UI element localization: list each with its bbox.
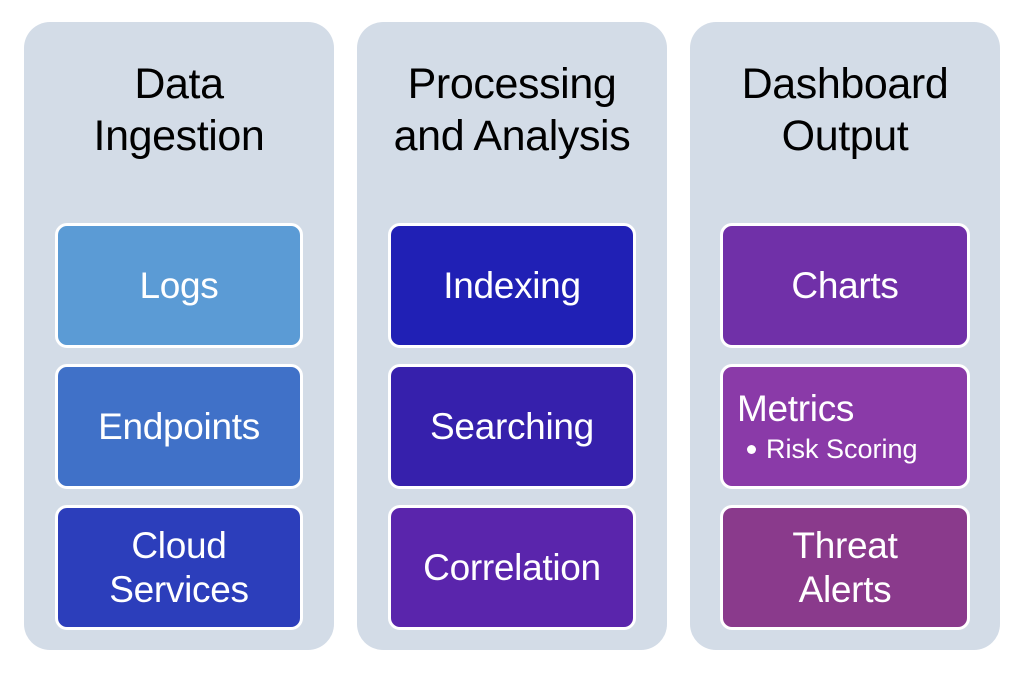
- bullet-label: Risk Scoring: [766, 434, 918, 465]
- node-box-correlation[interactable]: Correlation: [388, 505, 636, 630]
- column-processing-and-analysis: Processing and Analysis Indexing Searchi…: [357, 22, 667, 650]
- column-box-list: Indexing Searching Correlation: [388, 223, 636, 630]
- node-box-charts[interactable]: Charts: [720, 223, 970, 348]
- node-box-indexing[interactable]: Indexing: [388, 223, 636, 348]
- column-title: Processing and Analysis: [393, 60, 631, 161]
- column-box-list: Charts Metrics Risk Scoring Threat Alert…: [720, 223, 970, 630]
- node-label: Cloud Services: [109, 524, 249, 610]
- node-box-threat-alerts[interactable]: Threat Alerts: [720, 505, 970, 630]
- column-title: Data Ingestion: [93, 60, 265, 161]
- node-box-cloud-services[interactable]: Cloud Services: [55, 505, 303, 630]
- node-label: Metrics: [737, 388, 855, 430]
- node-label: Logs: [139, 264, 219, 306]
- column-title: Dashboard Output: [741, 60, 949, 161]
- bullet-dot-icon: [747, 444, 756, 454]
- node-label: Endpoints: [98, 405, 260, 447]
- node-box-metrics[interactable]: Metrics Risk Scoring: [720, 364, 970, 489]
- node-label: Indexing: [443, 264, 581, 306]
- node-label: Correlation: [423, 546, 601, 588]
- node-box-logs[interactable]: Logs: [55, 223, 303, 348]
- node-box-searching[interactable]: Searching: [388, 364, 636, 489]
- list-item: Risk Scoring: [747, 433, 918, 465]
- column-dashboard-output: Dashboard Output Charts Metrics Risk Sco…: [690, 22, 1000, 650]
- node-label: Searching: [430, 405, 594, 447]
- node-box-endpoints[interactable]: Endpoints: [55, 364, 303, 489]
- node-bullet-list: Risk Scoring: [737, 433, 918, 465]
- node-label: Charts: [791, 264, 899, 306]
- column-box-list: Logs Endpoints Cloud Services: [55, 223, 303, 630]
- node-label: Threat Alerts: [792, 524, 898, 610]
- column-data-ingestion: Data Ingestion Logs Endpoints Cloud Serv…: [24, 22, 334, 650]
